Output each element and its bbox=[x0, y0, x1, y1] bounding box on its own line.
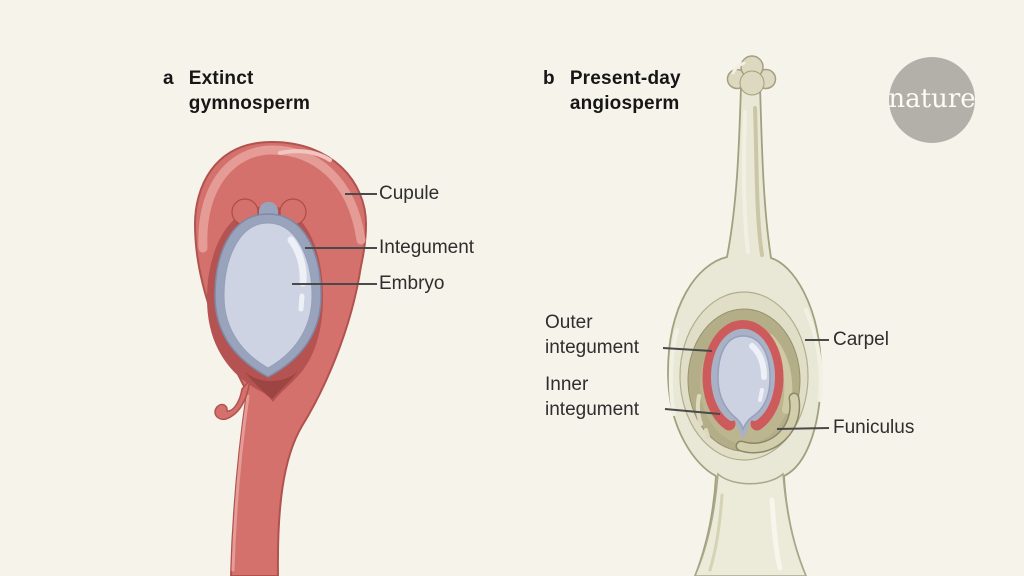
inner-integument-leader-line bbox=[664, 408, 721, 415]
stigma-highlight bbox=[731, 61, 746, 75]
embryo-label: Embryo bbox=[379, 273, 445, 294]
carpel-label: Carpel bbox=[833, 329, 889, 350]
panel-b-title-line1: Present-day bbox=[569, 68, 681, 89]
panel-b-title-text: Present-day angiosperm bbox=[570, 66, 681, 116]
ovary-edge-highlight-right bbox=[804, 308, 823, 402]
ring-dash-highlight-1 bbox=[695, 394, 703, 426]
nature-logo: nature bbox=[888, 57, 976, 143]
ovule-highlight bbox=[749, 343, 767, 380]
panel-a-title: a Extinct gymnosperm bbox=[163, 66, 310, 116]
ovule-highlight-dash bbox=[758, 388, 764, 402]
funiculus-leader-line bbox=[776, 427, 830, 430]
cupule-gloss bbox=[278, 149, 332, 162]
angiosperm-diagram bbox=[662, 55, 830, 576]
cupule-label: Cupule bbox=[379, 183, 440, 204]
ovule-shape bbox=[717, 335, 771, 432]
funiculus-label: Funiculus bbox=[833, 417, 915, 438]
gymnosperm-diagram bbox=[194, 141, 377, 576]
stigma bbox=[726, 55, 777, 96]
panel-a-letter: a bbox=[163, 68, 174, 89]
panel-b-title-line2: angiosperm bbox=[569, 93, 680, 114]
panel-a-title-line2: gymnosperm bbox=[188, 93, 311, 114]
style-highlight bbox=[742, 110, 750, 254]
outer-integument-label: Outer integument bbox=[545, 312, 640, 358]
integument-label: Integument bbox=[379, 237, 475, 258]
stalk-edge-highlight bbox=[231, 394, 250, 572]
cupule-hook-curl bbox=[214, 379, 251, 421]
panel-a-title-text: Extinct gymnosperm bbox=[189, 66, 310, 116]
panel-b-letter: b bbox=[543, 68, 555, 89]
ovary-edge-highlight-left bbox=[668, 328, 679, 416]
embryo-highlight bbox=[287, 236, 307, 287]
outer-integument-leader-line bbox=[662, 347, 713, 352]
style-shading bbox=[753, 106, 764, 257]
cupule-rim-highlight bbox=[198, 145, 366, 253]
base-highlight bbox=[769, 497, 783, 571]
embryo-shape bbox=[223, 222, 313, 369]
ring-dash-highlight-2 bbox=[704, 428, 710, 439]
outer-integument-shape bbox=[702, 320, 784, 431]
nature-logo-text: nature bbox=[888, 83, 976, 114]
cavity-bottom-shadow bbox=[245, 372, 297, 399]
base-shading bbox=[708, 493, 724, 572]
panel-a-title-line1: Extinct bbox=[188, 68, 254, 89]
embryo-highlight-dash bbox=[298, 293, 305, 312]
inner-integument-label: Inner integument bbox=[545, 374, 640, 420]
panel-b-title: b Present-day angiosperm bbox=[543, 66, 681, 116]
